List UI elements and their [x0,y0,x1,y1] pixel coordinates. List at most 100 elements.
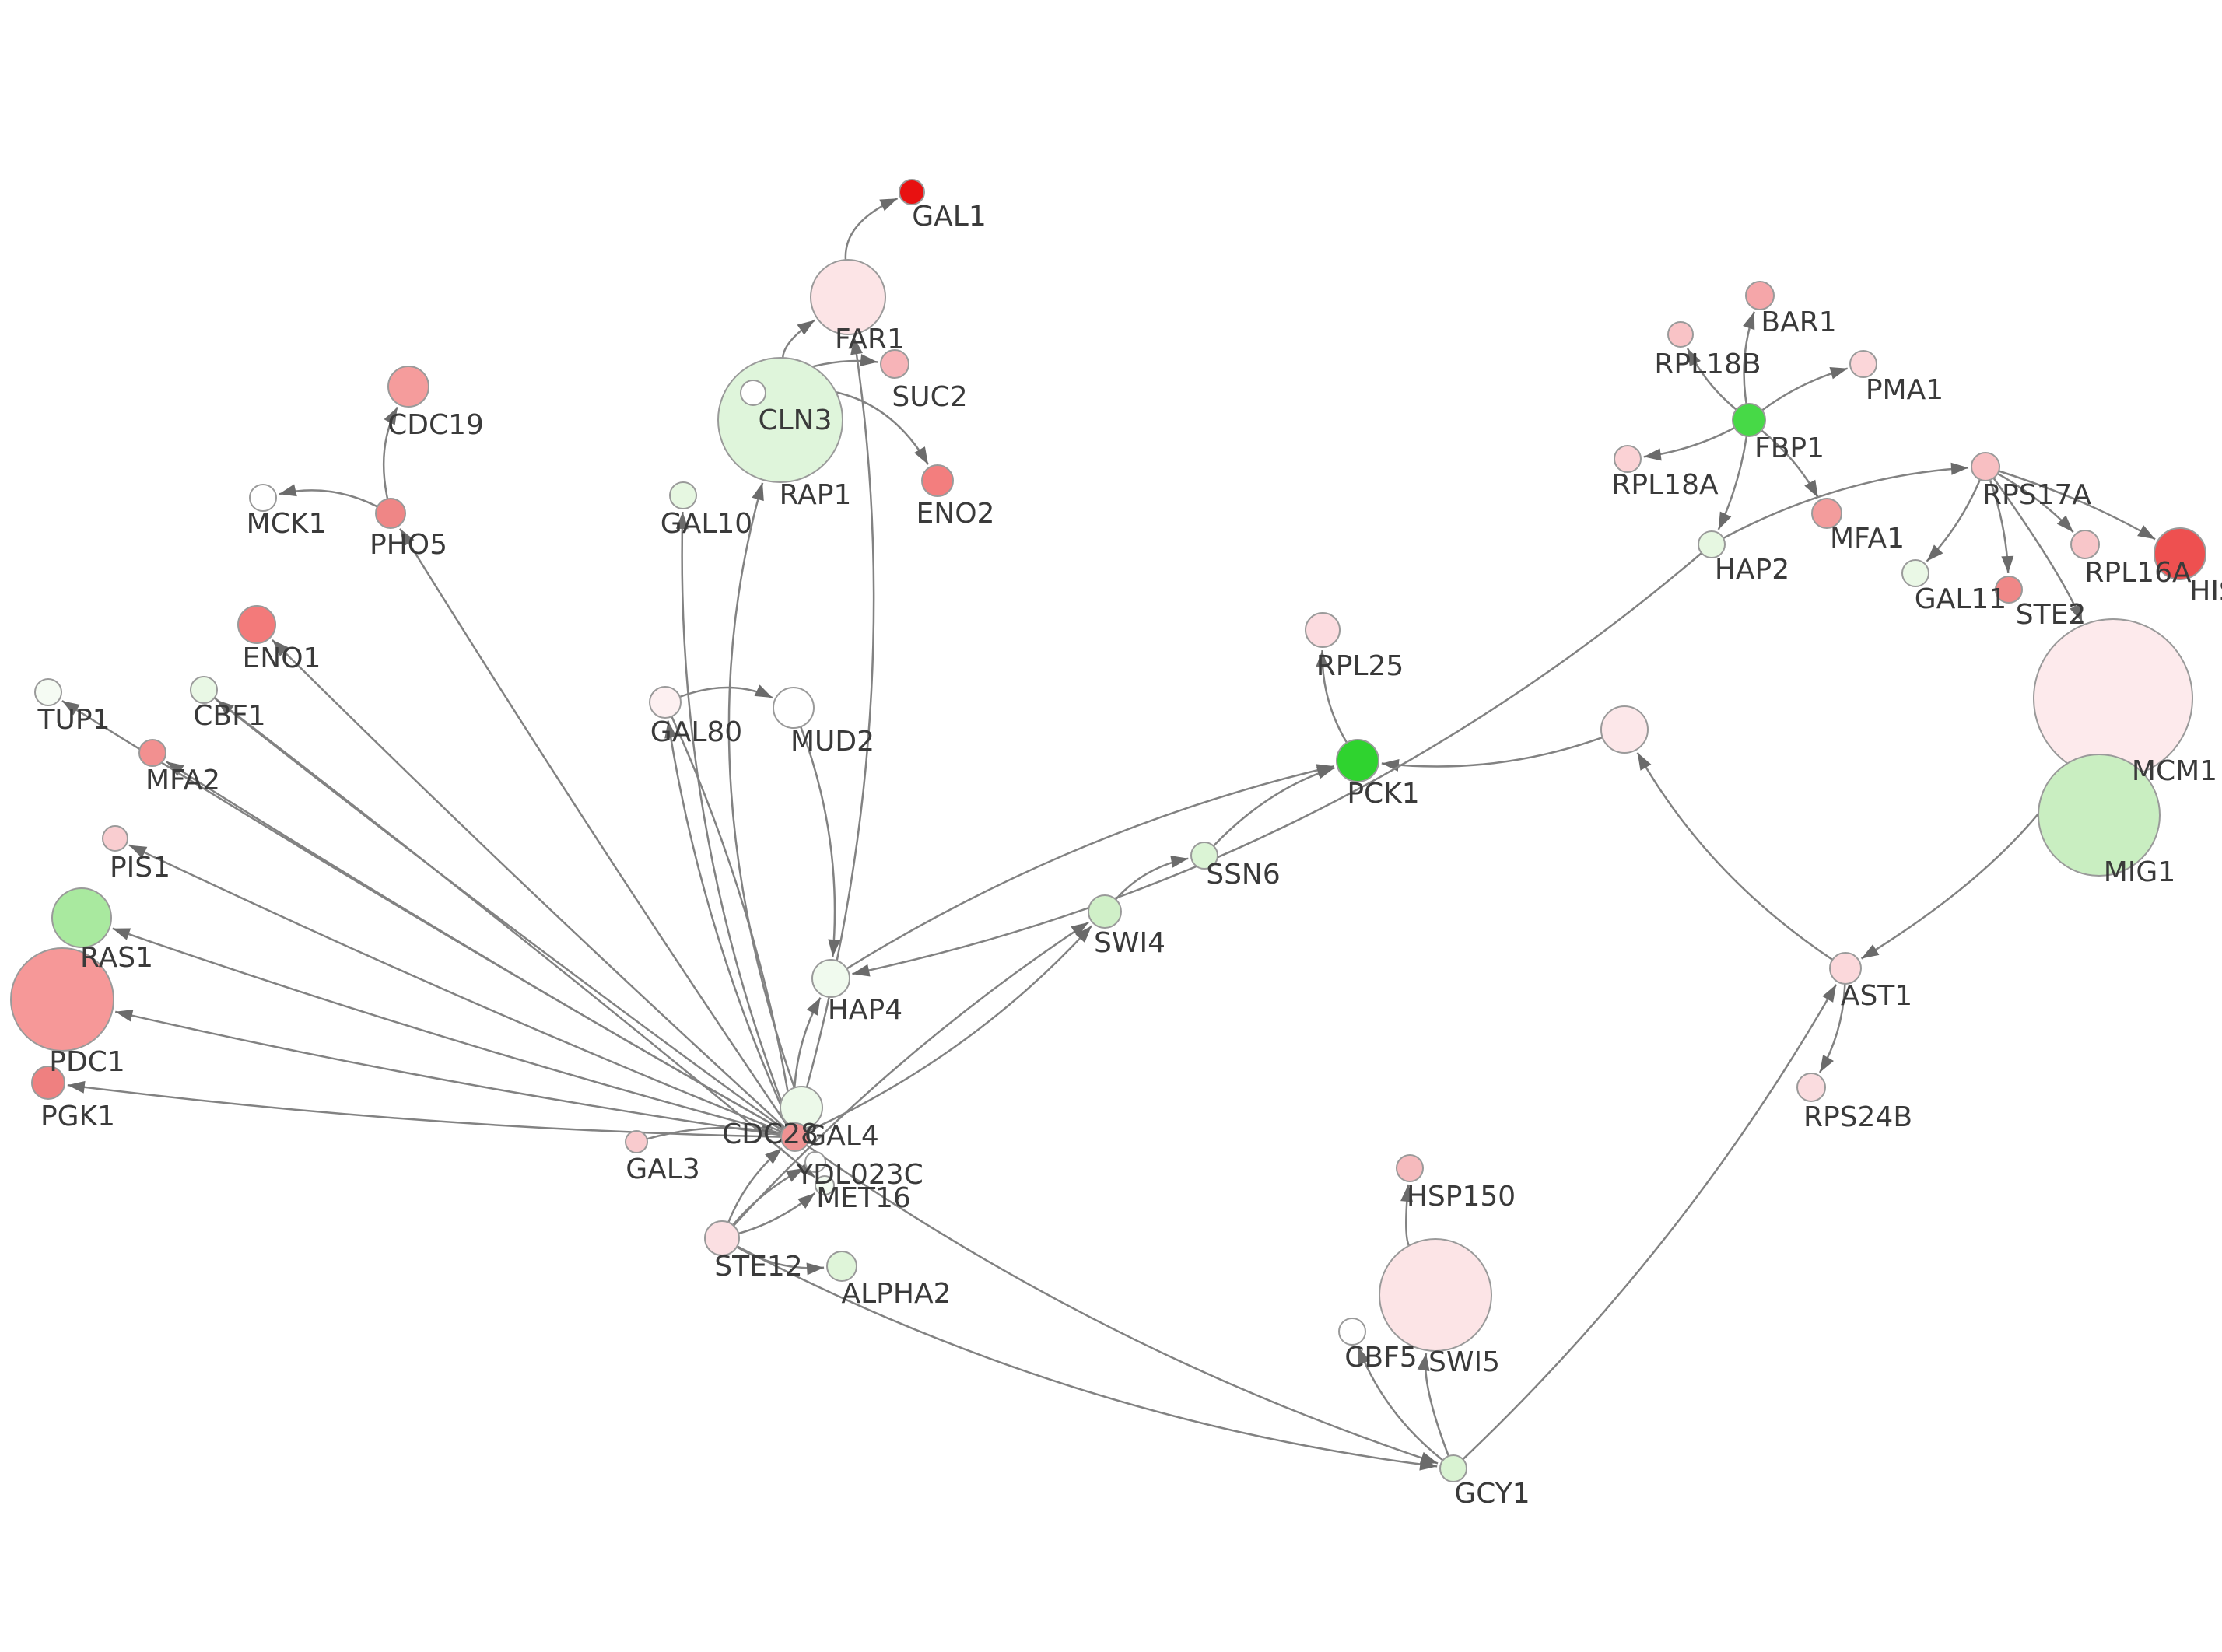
edge-GAL80-MUD2[interactable] [679,684,773,699]
node-rpl18a[interactable] [1614,445,1642,473]
node-swi5[interactable] [1379,1238,1492,1352]
edge-STE12-GCY1[interactable] [736,1245,1438,1471]
node-mud2[interactable] [773,687,815,729]
node-rpl18b[interactable] [1667,321,1694,348]
node-suc2[interactable] [880,349,909,379]
edge-STE12-MET16[interactable] [738,1192,816,1235]
node-gal1[interactable] [899,179,925,205]
node-rps17a[interactable] [1971,452,2000,481]
edge-GAL3-GAL4[interactable] [647,1123,779,1140]
node-tup1[interactable] [34,678,62,706]
edge-FBP1-RPL18A[interactable] [1643,426,1736,461]
node-gal80[interactable] [649,686,682,719]
node-ste2[interactable] [1995,576,2023,604]
edge-GAL4-CBF1[interactable] [216,699,785,1130]
edge-GAL4-GCY1[interactable] [805,1144,1439,1465]
node-pho5[interactable] [375,498,406,529]
node-hap2[interactable] [1698,530,1726,558]
node-rpl25[interactable] [1305,612,1341,648]
node-ast1[interactable] [1829,952,1862,985]
edge-GCY1-CBF5[interactable] [1357,1346,1444,1461]
node-rap1[interactable] [740,380,766,406]
edge-GAL4-PIS1[interactable] [128,844,783,1133]
edge-GAL4-GAL10[interactable] [675,511,791,1125]
edge-STE12-ALPHA2[interactable] [736,1246,825,1276]
node-pma1[interactable] [1849,350,1877,378]
node-pgk1[interactable] [31,1066,65,1100]
edge-FBP1-PMA1[interactable] [1761,366,1849,411]
edge-PHO5-MCK1[interactable] [279,484,378,508]
node-mck1[interactable] [249,484,277,512]
edge-RPS17A-GAL11[interactable] [1926,479,1982,562]
edge-GAL4-PDC1[interactable] [114,1009,782,1136]
edge-GAL4-GAL80[interactable] [664,720,790,1125]
edge-MCM1-AST1[interactable] [1860,765,2073,960]
edge-CDC28-CLN3[interactable] [727,482,796,1088]
edge-CLN3-FAR1[interactable] [781,319,815,359]
edge-HAP2-RPS17A[interactable] [1723,462,1969,540]
edge-AST1-RPS24B[interactable] [1818,983,1846,1073]
edge-GAL4-PHO5[interactable] [399,527,788,1126]
edge-GCY1-AST1[interactable] [1462,984,1838,1461]
node-cdc19[interactable] [387,366,429,408]
node-ste12[interactable] [704,1220,740,1256]
edge-GAL4-PGK1[interactable] [67,1080,782,1138]
node-pck1[interactable] [1336,739,1379,782]
edge-SWI4-SSN6[interactable] [1115,855,1189,901]
edge-SWI5-HSP150[interactable] [1400,1184,1414,1247]
node-ssn6[interactable] [1190,842,1218,870]
edge-STE12-SWI4[interactable] [732,921,1089,1227]
node-met16[interactable] [815,1175,835,1195]
edge-GAL4-ENO1[interactable] [272,639,786,1129]
node-eno1[interactable] [237,605,276,644]
node-cbf5[interactable] [1338,1318,1366,1346]
edge-GAL4-SWI4[interactable] [807,925,1093,1132]
node-gcy1[interactable] [1439,1454,1467,1482]
node-alpha2[interactable] [826,1251,857,1282]
node-n1[interactable] [1600,705,1649,754]
edge-PHO5-CDC19[interactable] [382,406,399,499]
node-hap4[interactable] [811,959,850,998]
node-mcm1[interactable] [2033,618,2193,779]
node-eno2[interactable] [921,464,954,497]
edge-RPS17A-RPL16A[interactable] [1997,472,2074,533]
edge-SSN6-PCK1[interactable] [1212,767,1335,847]
edge-FBP1-RPL18B[interactable] [1686,348,1737,411]
edge-STE12-GAL4[interactable] [727,1147,783,1223]
node-rps24b[interactable] [1796,1073,1826,1102]
edge-GCY1-SWI5[interactable] [1417,1353,1450,1457]
node-bar1[interactable] [1745,281,1775,310]
edge-STE12-YDL023C[interactable] [732,1167,804,1226]
edge-FAR1-GAL1[interactable] [844,197,899,261]
edge-HAP2-HAP4[interactable] [852,552,1702,977]
node-gal10[interactable] [669,481,697,509]
node-mig1[interactable] [2038,754,2161,877]
edge-PCK1-RPL25[interactable] [1316,649,1348,744]
edge-FBP1-MFA1[interactable] [1761,429,1819,499]
node-swi4[interactable] [1088,894,1122,929]
node-mfa1[interactable] [1811,498,1842,529]
edge-MUD2-HAP4[interactable] [800,726,841,957]
edge-N1-PCK1[interactable] [1381,736,1603,772]
edge-GAL4-RAS1[interactable] [112,927,782,1135]
edge-RPS17A-STE2[interactable] [1989,479,2014,574]
node-fbp1[interactable] [1732,403,1766,437]
edge-HAP4-PCK1[interactable] [846,764,1335,970]
node-ras1[interactable] [51,887,112,948]
node-cbf1[interactable] [190,676,218,704]
edge-RPS17A-HIS4[interactable] [1998,470,2156,541]
edge-FBP1-HAP2[interactable] [1717,436,1748,530]
node-gal4[interactable] [780,1122,810,1152]
edge-FBP1-BAR1[interactable] [1743,311,1755,404]
node-pis1[interactable] [102,825,128,852]
node-hsp150[interactable] [1396,1154,1424,1182]
node-gal3[interactable] [625,1130,648,1153]
node-gal11[interactable] [1901,559,1929,587]
node-rpl16a[interactable] [2070,530,2100,559]
edge-AST1-N1[interactable] [1636,751,1834,961]
edge-GAL80-GAL4[interactable] [671,716,797,1121]
node-ydl023c[interactable] [804,1151,826,1173]
edge-RPS17A-MCM1[interactable] [1992,477,2084,623]
